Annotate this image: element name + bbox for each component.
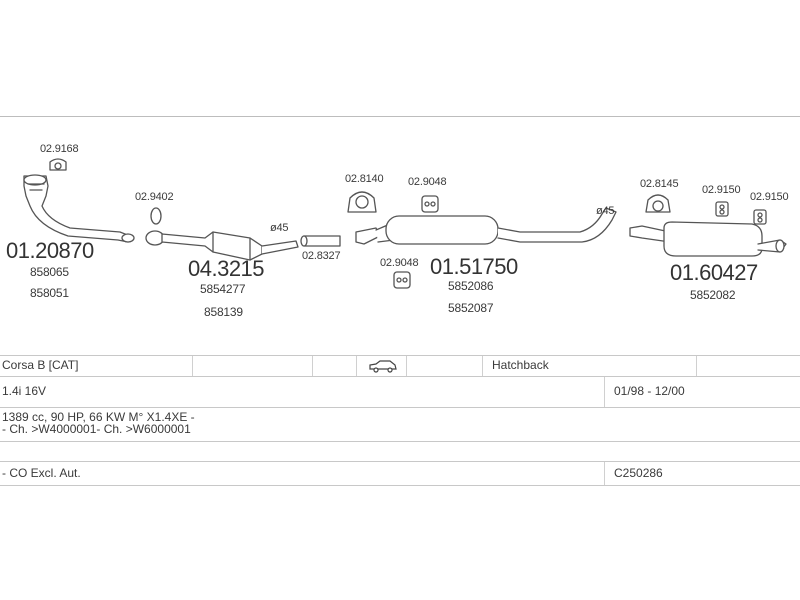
catalyst-code: 04.3215 [188, 256, 265, 281]
rubber-label-3: 02.9150 [702, 184, 741, 196]
intermediate-pipe-part [300, 235, 341, 247]
catalog-number: C250286 [614, 466, 663, 480]
diameter-label-1: ø45 [270, 222, 289, 234]
catalyst-ref-2: 858139 [204, 305, 243, 319]
production-dates: 01/98 - 12/00 [614, 384, 685, 398]
spec-row-model: Corsa B [CAT] Hatchback [0, 355, 800, 377]
clamp-part [49, 158, 67, 171]
middle-silencer-part [355, 207, 617, 245]
rubber-mount-part [421, 195, 439, 213]
body-type-icon [366, 359, 398, 380]
pipe-label: 02.8327 [302, 250, 341, 262]
catalyst-part [145, 230, 299, 261]
clamp-label-1: 02.9168 [40, 143, 79, 155]
rubber-mount-part-4 [753, 209, 767, 225]
ring-label: 02.9402 [135, 191, 174, 203]
front-pipe-part [23, 174, 135, 243]
clamp-label-2: 02.8140 [345, 173, 384, 185]
rubber-label-2: 02.9048 [380, 257, 419, 269]
middle-silencer-ref-1: 5852086 [448, 279, 494, 293]
engine-value: 1.4i 16V [2, 384, 47, 398]
rear-silencer-code: 01.60427 [670, 260, 758, 285]
rubber-label-1: 02.9048 [408, 176, 447, 188]
engine-details: 1389 cc, 90 HP, 66 KW M° X1.4XE - [2, 410, 195, 424]
spec-row-chassis: - Ch. >W4000001- Ch. >W6000001 [0, 419, 800, 441]
clamp-label-3: 02.8145 [640, 178, 679, 190]
rubber-mount-part-3 [715, 201, 729, 217]
rubber-label-4: 02.9150 [750, 191, 789, 203]
rubber-mount-part-2 [393, 271, 411, 289]
exhaust-diagram: 02.9168 01.20870 858065 858051 02.9402 0… [6, 143, 789, 319]
rear-silencer-ref-1: 5852082 [690, 288, 736, 302]
spec-row-blank [0, 441, 800, 462]
model-value: Corsa B [CAT] [2, 358, 79, 372]
front-pipe-ref-1: 858065 [30, 265, 69, 279]
front-pipe-code: 01.20870 [6, 238, 94, 263]
middle-silencer-ref-2: 5852087 [448, 301, 494, 315]
catalyst-ref-1: 5854277 [200, 282, 246, 296]
clamp-part-3 [645, 194, 671, 213]
ring-part [150, 207, 162, 225]
chassis-range: - Ch. >W4000001- Ch. >W6000001 [2, 422, 191, 436]
exhaust-drawing [23, 158, 787, 289]
notes-value: - CO Excl. Aut. [2, 466, 81, 480]
car-icon [369, 360, 397, 373]
spec-row-engine: 1.4i 16V 01/98 - 12/00 [0, 376, 800, 408]
diameter-label-2: ø45 [596, 205, 615, 217]
spec-bottom-border [0, 485, 800, 487]
body-type-value: Hatchback [492, 358, 549, 372]
front-pipe-ref-2: 858051 [30, 286, 69, 300]
top-divider [0, 116, 800, 117]
clamp-part-2 [347, 191, 377, 213]
rear-silencer-part [629, 221, 787, 257]
spec-row-notes: - CO Excl. Aut. C250286 [0, 461, 800, 486]
middle-silencer-code: 01.51750 [430, 254, 518, 279]
spec-row-details: 1389 cc, 90 HP, 66 KW M° X1.4XE - [0, 407, 800, 429]
